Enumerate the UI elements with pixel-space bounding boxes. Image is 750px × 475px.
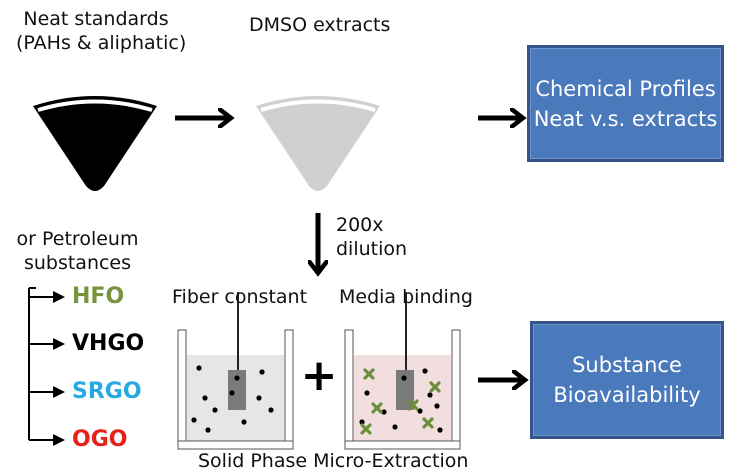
chemical-profiles-box: Chemical Profiles Neat v.s. extracts bbox=[527, 45, 724, 162]
plus-sign: + bbox=[300, 350, 338, 401]
dilution-line2: dilution bbox=[336, 238, 408, 260]
spme-label: Solid Phase Micro-Extraction bbox=[198, 450, 469, 472]
fiber-constant-label: Fiber constant bbox=[172, 286, 308, 308]
chemical-profiles-line2: Neat v.s. extracts bbox=[533, 106, 718, 131]
dmso-extracts-label: DMSO extracts bbox=[249, 14, 391, 36]
bioavailability-line2: Bioavailability bbox=[553, 383, 701, 407]
bioavailability-line1: Substance bbox=[572, 353, 682, 377]
chemical-profiles-line1: Chemical Profiles bbox=[535, 76, 716, 101]
neat-standards-line1: Neat standards bbox=[23, 8, 169, 30]
neat-standards-label: Neat standards (PAHs & aliphatic) bbox=[16, 7, 187, 55]
petroleum-substances-label: or Petroleum substances bbox=[10, 227, 145, 275]
substance-srgo: SRGO bbox=[72, 379, 142, 404]
media-binding-label: Media binding bbox=[339, 286, 473, 308]
neat-standards-line2: (PAHs & aliphatic) bbox=[16, 32, 187, 54]
dmso-extracts-cone-icon bbox=[256, 96, 380, 191]
substance-hfo: HFO bbox=[72, 284, 125, 309]
petroleum-line1: or Petroleum bbox=[16, 228, 139, 250]
dilution-line1: 200x bbox=[336, 214, 384, 236]
substance-vhgo: VHGO bbox=[72, 331, 145, 356]
media-binding-vial bbox=[344, 292, 461, 450]
substance-ogo: OGO bbox=[72, 427, 128, 452]
neat-standards-cone-icon bbox=[33, 96, 157, 191]
substance-bracket bbox=[28, 287, 65, 446]
dilution-label: 200x dilution bbox=[336, 213, 407, 261]
bioavailability-box: Substance Bioavailability bbox=[530, 321, 724, 439]
petroleum-line2: substances bbox=[23, 252, 132, 274]
fiber-constant-vial bbox=[177, 292, 294, 450]
